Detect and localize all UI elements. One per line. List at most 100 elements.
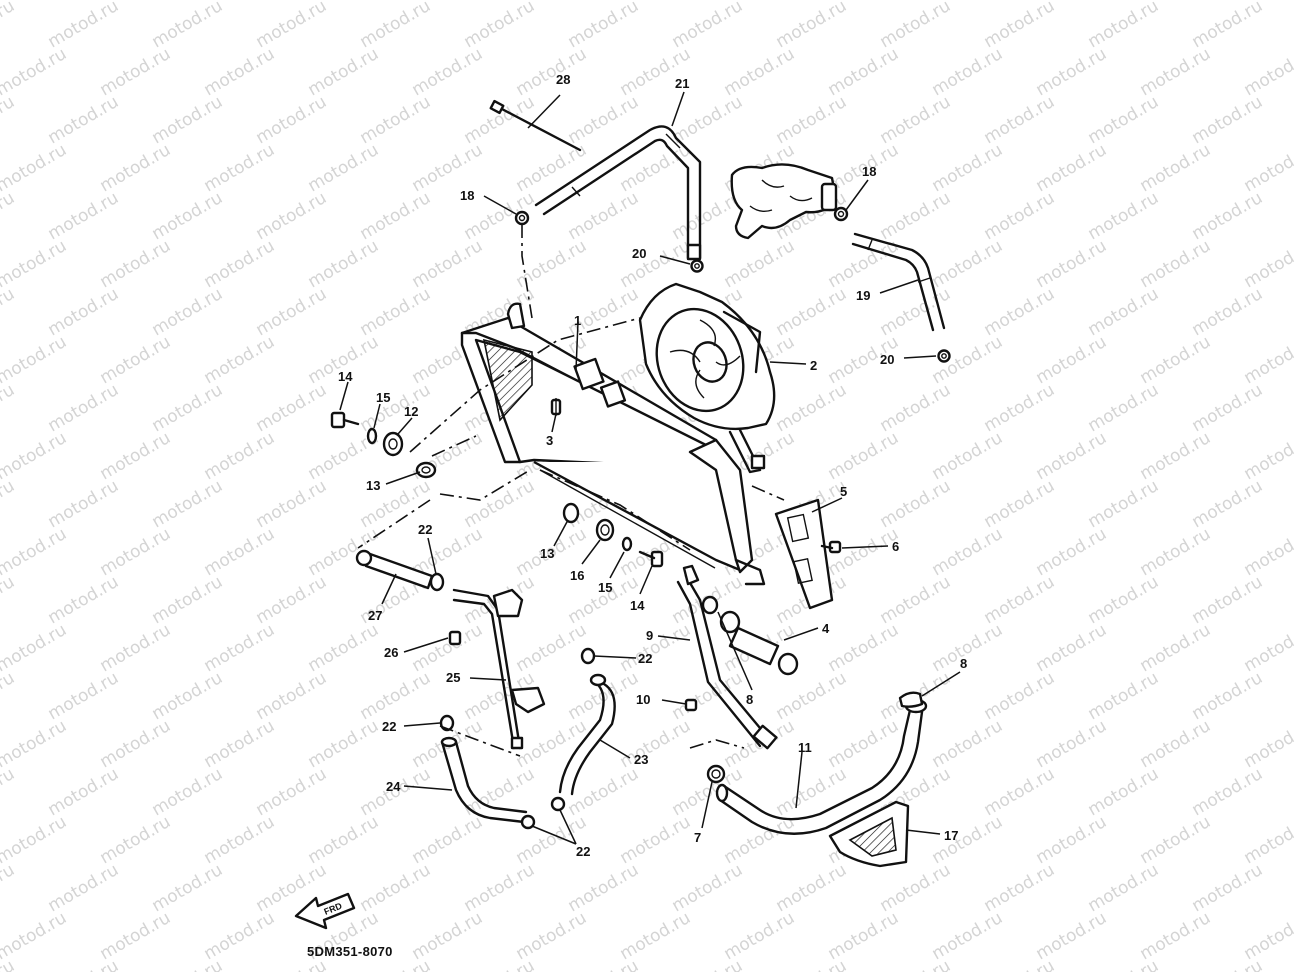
watermark-text: motod.ru bbox=[1241, 236, 1296, 292]
watermark-text: motod.ru bbox=[669, 0, 747, 52]
part-19-bent-hose bbox=[851, 232, 946, 332]
watermark-text: motod.ru bbox=[0, 44, 70, 100]
callout-8-left: 8 bbox=[746, 692, 753, 707]
watermark-text: motod.ru bbox=[409, 620, 487, 676]
callout-numbers: 28 21 18 20 18 19 20 1 2 3 14 15 12 13 5… bbox=[338, 72, 967, 859]
callout-13-left: 13 bbox=[366, 478, 380, 493]
watermark-text: motod.ru bbox=[1293, 92, 1296, 148]
watermark-text: motod.ru bbox=[1241, 524, 1296, 580]
watermark-text: motod.ru bbox=[1085, 188, 1163, 244]
watermark-text: motod.ru bbox=[773, 860, 851, 916]
watermark-text: motod.ru bbox=[877, 860, 955, 916]
watermark-text: motod.ru bbox=[981, 956, 1059, 972]
watermark-text: motod.ru bbox=[1189, 764, 1267, 820]
watermark-text: motod.ru bbox=[565, 0, 643, 52]
watermark-text: motod.ru bbox=[149, 764, 227, 820]
part-5-bracket bbox=[774, 498, 834, 610]
watermark-text: motod.ru bbox=[0, 908, 70, 964]
part-23-curved-hose bbox=[558, 673, 616, 796]
watermark-text: motod.ru bbox=[305, 524, 383, 580]
watermark-text: motod.ru bbox=[0, 956, 18, 972]
watermark-text: motod.ru bbox=[1085, 764, 1163, 820]
watermark-text: motod.ru bbox=[305, 812, 383, 868]
watermark-text: motod.ru bbox=[1137, 524, 1215, 580]
watermark-text: motod.ru bbox=[773, 284, 851, 340]
callout-12: 12 bbox=[404, 404, 418, 419]
watermark-text: motod.ru bbox=[253, 188, 331, 244]
watermark-text: motod.ru bbox=[305, 140, 383, 196]
watermark-text: motod.ru bbox=[877, 476, 955, 532]
watermark-text: motod.ru bbox=[981, 764, 1059, 820]
watermark-text: motod.ru bbox=[97, 620, 175, 676]
watermark-text: motod.ru bbox=[149, 956, 227, 972]
watermark-text: motod.ru bbox=[877, 380, 955, 436]
watermark-text: motod.ru bbox=[1241, 44, 1296, 100]
watermark-text: motod.ru bbox=[1293, 284, 1296, 340]
watermark-text: motod.ru bbox=[1085, 476, 1163, 532]
watermark-text: motod.ru bbox=[45, 0, 123, 52]
watermark-text: motod.ru bbox=[513, 620, 591, 676]
callout-16: 16 bbox=[570, 568, 584, 583]
part-13-collar-lower bbox=[562, 502, 580, 524]
watermark-text: motod.ru bbox=[929, 44, 1007, 100]
watermark-text: motod.ru bbox=[1241, 428, 1296, 484]
callout-15-left: 15 bbox=[376, 390, 390, 405]
callout-20-upper: 20 bbox=[632, 246, 646, 261]
part-17-guard bbox=[828, 800, 910, 868]
watermark-text: motod.ru bbox=[97, 524, 175, 580]
watermark-text: motod.ru bbox=[1241, 716, 1296, 772]
watermark-text: motod.ru bbox=[721, 812, 799, 868]
part-26-bolt bbox=[448, 630, 462, 646]
watermark-text: motod.ru bbox=[877, 0, 955, 52]
watermark-text: motod.ru bbox=[45, 284, 123, 340]
watermark-text: motod.ru bbox=[149, 92, 227, 148]
callout-6: 6 bbox=[892, 539, 899, 554]
watermark-text: motod.ru bbox=[1293, 764, 1296, 820]
watermark-text: motod.ru bbox=[1189, 956, 1267, 972]
watermark-text: motod.ru bbox=[1085, 380, 1163, 436]
watermark-text: motod.ru bbox=[45, 860, 123, 916]
watermark-text: motod.ru bbox=[357, 92, 435, 148]
watermark-text: motod.ru bbox=[877, 956, 955, 972]
watermark-text: motod.ru bbox=[981, 572, 1059, 628]
watermark-text: motod.ru bbox=[45, 668, 123, 724]
watermark-text: motod.ru bbox=[357, 668, 435, 724]
watermark-text: motod.ru bbox=[1137, 428, 1215, 484]
watermark-text: motod.ru bbox=[0, 764, 18, 820]
part-20-clamp-upper bbox=[690, 259, 704, 273]
watermark-text: motod.ru bbox=[1189, 668, 1267, 724]
watermark-text: motod.ru bbox=[0, 524, 70, 580]
watermark-text: motod.ru bbox=[97, 44, 175, 100]
watermark-text: motod.ru bbox=[877, 572, 955, 628]
watermark-text: motod.ru bbox=[305, 236, 383, 292]
watermark-text: motod.ru bbox=[201, 908, 279, 964]
part-15-washer-lower bbox=[621, 536, 633, 552]
reference-lines bbox=[357, 224, 785, 757]
callout-22-b: 22 bbox=[638, 651, 652, 666]
watermark-text: motod.ru bbox=[825, 44, 903, 100]
watermark-text: motod.ru bbox=[97, 908, 175, 964]
watermark-text: motod.ru bbox=[461, 860, 539, 916]
callout-19: 19 bbox=[856, 288, 870, 303]
watermark-text: motod.ru bbox=[201, 812, 279, 868]
watermark-text: motod.ru bbox=[565, 956, 643, 972]
watermark-text: motod.ru bbox=[1241, 908, 1296, 964]
watermark-text: motod.ru bbox=[617, 620, 695, 676]
watermark-text: motod.ru bbox=[1241, 140, 1296, 196]
watermark-text: motod.ru bbox=[981, 92, 1059, 148]
callout-9: 9 bbox=[646, 628, 653, 643]
watermark-text: motod.ru bbox=[253, 572, 331, 628]
watermark-text: motod.ru bbox=[825, 716, 903, 772]
watermark-text: motod.ru bbox=[1033, 428, 1111, 484]
watermark-text: motod.ru bbox=[97, 716, 175, 772]
watermark-text: motod.ru bbox=[1293, 956, 1296, 972]
part-3-bolt bbox=[550, 398, 562, 416]
part-12-grommet bbox=[382, 431, 404, 457]
watermark-text: motod.ru bbox=[929, 428, 1007, 484]
watermark-text: motod.ru bbox=[669, 860, 747, 916]
part-22-clamp-c bbox=[439, 714, 455, 732]
part-22-clamp-a bbox=[429, 572, 445, 592]
part-15-washer-left bbox=[366, 427, 378, 445]
watermark-text: motod.ru bbox=[929, 812, 1007, 868]
